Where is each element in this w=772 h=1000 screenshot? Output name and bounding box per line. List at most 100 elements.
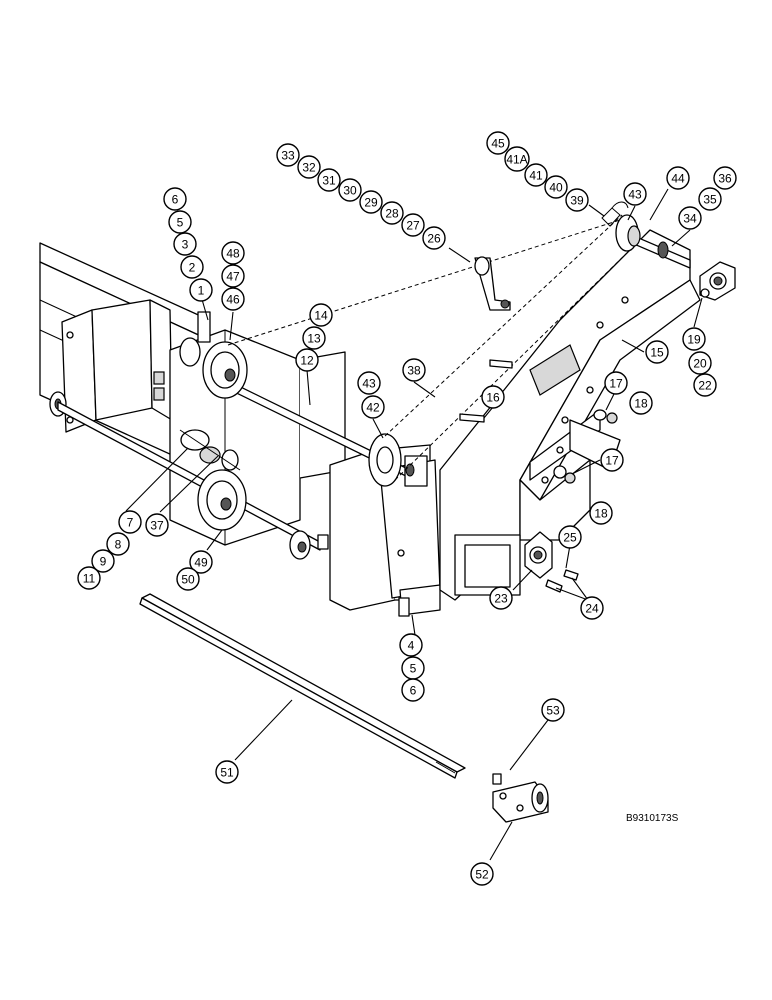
- callout-circle: [359, 190, 383, 214]
- callout-c14: 14: [309, 303, 333, 327]
- callout-label: 17: [605, 454, 619, 468]
- callout-label: 50: [181, 573, 195, 587]
- callout-c18b: 18: [589, 501, 613, 525]
- callout-circle: [470, 862, 494, 886]
- callout-c17a: 17: [604, 371, 628, 395]
- callout-circle: [600, 448, 624, 472]
- callout-c20: 20: [688, 351, 712, 375]
- callout-c48: 48: [221, 241, 245, 265]
- callout-label: 19: [687, 333, 701, 347]
- callout-c30: 30: [338, 178, 362, 202]
- callout-circle: [489, 586, 513, 610]
- callout-label: 36: [718, 172, 732, 186]
- callout-circle: [317, 168, 341, 192]
- callout-label: 20: [693, 357, 707, 371]
- callout-label: 34: [683, 212, 697, 226]
- callout-c46: 46: [221, 287, 245, 311]
- callout-c13: 13: [302, 326, 326, 350]
- callout-c7: 7: [118, 510, 142, 534]
- callout-label: 32: [302, 161, 316, 175]
- callout-label: 46: [226, 293, 240, 307]
- callout-label: 14: [314, 309, 328, 323]
- callout-c9: 9: [91, 549, 115, 573]
- callout-circle: [118, 510, 142, 534]
- callout-c49: 49: [189, 550, 213, 574]
- callout-label: 23: [494, 592, 508, 606]
- callout-label: 1: [198, 284, 205, 298]
- callout-c47: 47: [221, 264, 245, 288]
- callout-circle: [401, 678, 425, 702]
- callout-c39: 39: [565, 188, 589, 212]
- callout-c22: 22: [693, 373, 717, 397]
- figure-code: B9310173S: [626, 813, 679, 824]
- callout-circle: [221, 287, 245, 311]
- callout-c18a: 18: [629, 391, 653, 415]
- callout-circle: [558, 525, 582, 549]
- callout-circle: [173, 232, 197, 256]
- callout-c50: 50: [176, 567, 200, 591]
- callout-label: 6: [410, 684, 417, 698]
- callout-c3: 3: [173, 232, 197, 256]
- callout-circle: [163, 187, 187, 211]
- callout-c6b: 6: [401, 678, 425, 702]
- callout-label: 33: [281, 149, 295, 163]
- callout-c17b: 17: [600, 448, 624, 472]
- callout-circle: [486, 131, 510, 155]
- callout-c12: 12: [295, 348, 319, 372]
- callout-c43b: 43: [357, 371, 381, 395]
- callout-circle: [623, 182, 647, 206]
- callout-label: 29: [364, 196, 378, 210]
- callout-c15: 15: [645, 340, 669, 364]
- callout-circle: [541, 698, 565, 722]
- callout-circle: [297, 155, 321, 179]
- callout-label: 11: [83, 572, 96, 586]
- callout-circle: [589, 501, 613, 525]
- callout-circle: [688, 351, 712, 375]
- callout-label: 5: [177, 216, 184, 230]
- callout-c37: 37: [145, 513, 169, 537]
- callout-c5a: 5: [168, 210, 192, 234]
- callout-label: 22: [698, 379, 712, 393]
- callout-circle: [402, 358, 426, 382]
- callout-circle: [302, 326, 326, 350]
- callout-circle: [189, 278, 213, 302]
- callout-label: 24: [585, 602, 599, 616]
- callout-circle: [481, 385, 505, 409]
- callout-label: 25: [563, 531, 577, 545]
- callout-c53: 53: [541, 698, 565, 722]
- callout-circle: [77, 566, 101, 590]
- callout-label: 28: [385, 207, 399, 221]
- callout-c52: 52: [470, 862, 494, 886]
- callout-circle: [713, 166, 737, 190]
- callout-c4: 4: [399, 633, 423, 657]
- callout-c16: 16: [481, 385, 505, 409]
- callout-circle: [629, 391, 653, 415]
- callout-label: 2: [189, 261, 196, 275]
- callout-label: 51: [220, 766, 234, 780]
- callout-circle: [399, 633, 423, 657]
- callout-c26: 26: [422, 226, 446, 250]
- callout-c36: 36: [713, 166, 737, 190]
- callout-circle: [338, 178, 362, 202]
- callout-c2: 2: [180, 255, 204, 279]
- callout-c33: 33: [276, 143, 300, 167]
- callout-c19: 19: [682, 327, 706, 351]
- callout-c8: 8: [106, 532, 130, 556]
- callout-circle: [580, 596, 604, 620]
- callout-label: 41A: [506, 153, 527, 167]
- callout-label: 12: [300, 354, 314, 368]
- callout-c5b: 5: [401, 656, 425, 680]
- callout-label: 44: [671, 172, 685, 186]
- callout-label: 27: [406, 219, 420, 233]
- callout-c1: 1: [189, 278, 213, 302]
- callout-circle: [180, 255, 204, 279]
- callout-label: 37: [150, 519, 164, 533]
- leader-lines: [125, 188, 703, 861]
- callout-circle: [276, 143, 300, 167]
- callout-circle: [422, 226, 446, 250]
- callout-label: 39: [570, 194, 584, 208]
- callout-c11: 11: [77, 566, 101, 590]
- callout-label: 47: [226, 270, 240, 284]
